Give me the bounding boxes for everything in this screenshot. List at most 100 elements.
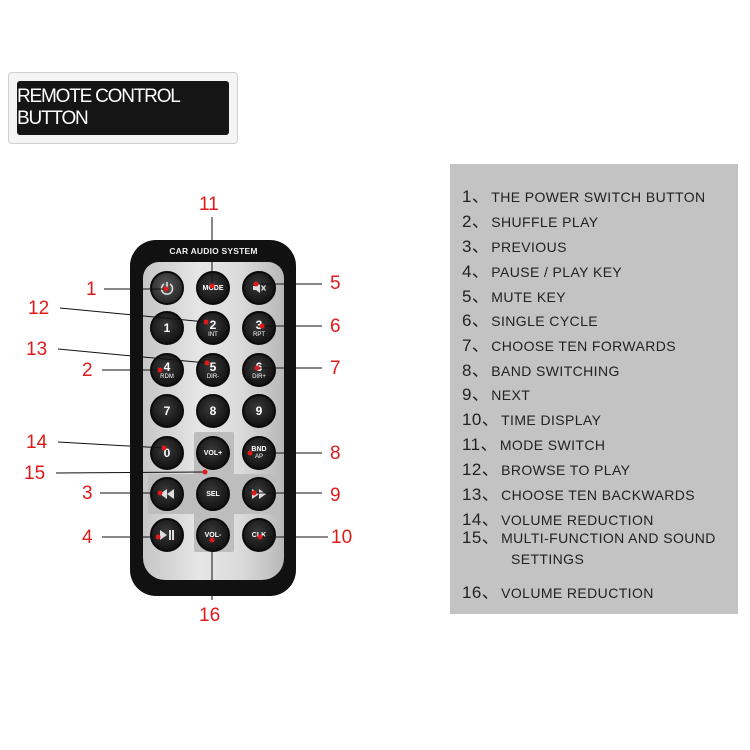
legend-item: 8、BAND SWITCHING (462, 356, 620, 381)
button-5-sublabel: DIR- (206, 373, 220, 380)
volume-up-button[interactable]: VOL+ (196, 436, 230, 470)
button-7-label: 7 (163, 404, 171, 418)
dot-1 (163, 286, 169, 292)
button-3-sublabel: RPT (253, 331, 265, 338)
leader-13 (57, 348, 208, 364)
legend-number: 11、 (462, 435, 498, 454)
legend-number: 8、 (462, 361, 490, 380)
legend-text: PREVIOUS (491, 239, 567, 255)
dot-6 (259, 323, 265, 329)
button-9-label: 9 (255, 404, 263, 418)
legend-item: 5、MUTE KEY (462, 282, 566, 307)
legend-item: 3、PREVIOUS (462, 232, 567, 257)
dot-10 (257, 534, 263, 540)
band-sublabel: AP (254, 454, 263, 460)
legend-number: 15、 (462, 528, 500, 547)
legend-item: 10、TIME DISPLAY (462, 405, 601, 430)
legend-text: NEXT (491, 387, 531, 403)
button-8[interactable]: 8 (196, 394, 230, 428)
legend-item: 12、BROWSE TO PLAY (462, 455, 630, 480)
play-pause-icon (160, 530, 174, 540)
legend-text: VOLUME REDUCTION (501, 585, 654, 601)
dot-14 (161, 445, 167, 451)
next-button[interactable] (242, 477, 276, 511)
legend-text: MODE SWITCH (499, 437, 606, 453)
button-7[interactable]: 7 (150, 394, 184, 428)
legend-number: 1、 (462, 187, 490, 206)
legend-item: 13、CHOOSE TEN BACKWARDS (462, 480, 695, 505)
button-1[interactable]: 1 (150, 311, 184, 345)
dot-12 (203, 319, 209, 325)
mute-button[interactable] (242, 271, 276, 305)
legend-text: PAUSE / PLAY KEY (491, 264, 623, 280)
legend-item: 4、PAUSE / PLAY KEY (462, 257, 622, 282)
legend-number: 6、 (462, 311, 490, 330)
button-3-label: 3 (255, 317, 263, 332)
callout-8: 8 (330, 443, 341, 464)
button-0[interactable]: 0 (150, 436, 184, 470)
button-2-int[interactable]: 2 INT (196, 311, 230, 345)
button-2-label: 2 (209, 317, 217, 332)
leader-15 (55, 471, 206, 474)
button-5-label: 5 (209, 359, 217, 374)
volume-up-label: VOL+ (203, 449, 223, 457)
previous-button[interactable] (150, 477, 184, 511)
legend-item: 14、VOLUME REDUCTION (462, 505, 654, 530)
callout-10: 10 (331, 527, 353, 548)
legend-number: 16、 (462, 583, 500, 602)
rewind-icon (160, 489, 174, 499)
dot-4 (155, 534, 161, 540)
callout-13: 13 (26, 339, 48, 360)
dot-7 (254, 365, 260, 371)
callout-4: 4 (82, 527, 93, 548)
dot-3 (157, 490, 163, 496)
legend-text: CHOOSE TEN FORWARDS (491, 338, 676, 354)
band-label: BND (251, 446, 267, 453)
callout-6: 6 (330, 316, 341, 337)
legend-item: 11、MODE SWITCH (462, 430, 605, 455)
leader-12 (59, 307, 207, 323)
legend-text: CHOOSE TEN BACKWARDS (501, 487, 696, 503)
legend-number: 2、 (462, 212, 490, 231)
legend-text: MULTI-FUNCTION AND SOUND (501, 530, 716, 546)
button-6-dir-plus[interactable]: 6 DIR+ (242, 353, 276, 387)
header-banner: REMOTE CONTROL BUTTON (8, 72, 238, 144)
callout-16: 16 (199, 605, 221, 626)
dot-13 (204, 360, 210, 366)
remote-title: CAR AUDIO SYSTEM (169, 246, 258, 256)
callout-1: 1 (86, 279, 97, 300)
button-9[interactable]: 9 (242, 394, 276, 428)
legend-panel: 1、THE POWER SWITCH BUTTON 2、SHUFFLE PLAY… (450, 164, 738, 614)
callout-3: 3 (82, 483, 93, 504)
play-pause-button[interactable] (150, 518, 184, 552)
legend-text: THE POWER SWITCH BUTTON (491, 189, 706, 205)
legend-number: 7、 (462, 336, 490, 355)
select-button[interactable]: SEL (196, 477, 230, 511)
dot-5 (253, 281, 259, 287)
legend-text: BAND SWITCHING (491, 363, 620, 379)
callout-11: 11 (199, 194, 219, 215)
button-5-dir-minus[interactable]: 5 DIR- (196, 353, 230, 387)
volume-down-label: VOL- (204, 531, 222, 539)
button-6-sublabel: DIR+ (252, 373, 266, 380)
legend-item: 9、NEXT (462, 380, 530, 405)
legend-item: 15、MULTI-FUNCTION AND SOUND SETTINGS (462, 527, 716, 570)
legend-number: 9、 (462, 385, 490, 404)
callout-9: 9 (330, 485, 341, 506)
callout-15: 15 (24, 463, 46, 484)
dot-2 (157, 367, 163, 373)
legend-text: BROWSE TO PLAY (501, 462, 631, 478)
select-label: SEL (206, 490, 220, 498)
legend-item: 1、THE POWER SWITCH BUTTON (462, 182, 706, 207)
dot-9 (251, 490, 257, 496)
legend-text: MUTE KEY (491, 289, 567, 305)
volume-down-button[interactable]: VOL- (196, 518, 230, 552)
dot-11 (209, 283, 215, 289)
button-3-rpt[interactable]: 3 RPT (242, 311, 276, 345)
dot-8 (247, 450, 253, 456)
legend-number: 3、 (462, 237, 490, 256)
legend-text: TIME DISPLAY (501, 412, 602, 428)
legend-item: 2、SHUFFLE PLAY (462, 207, 599, 232)
dot-15 (202, 469, 208, 475)
